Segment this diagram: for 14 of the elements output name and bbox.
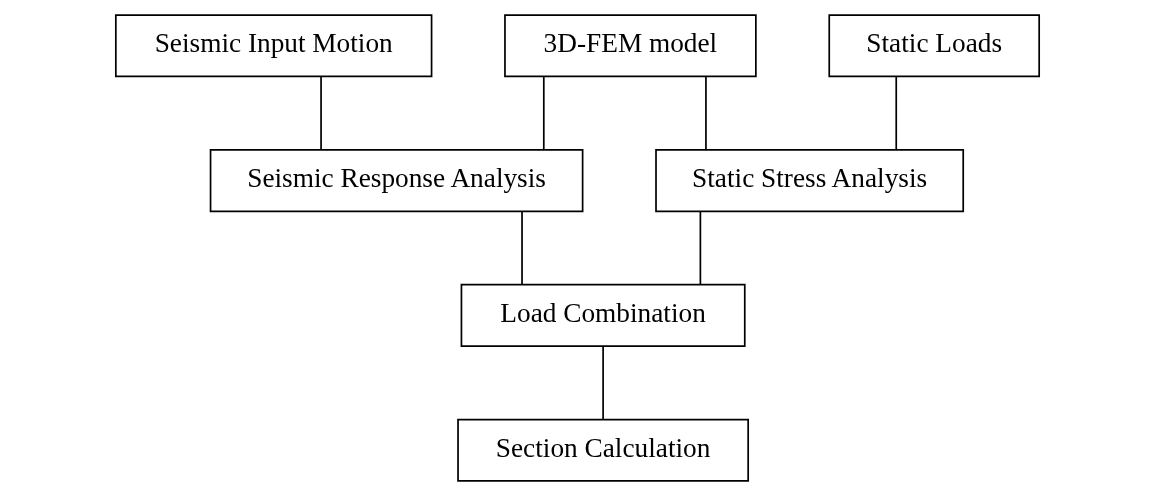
connector (705, 76, 707, 151)
node-box: Section Calculation (457, 418, 750, 482)
node-box: Static Stress Analysis (655, 149, 965, 213)
connector (320, 76, 322, 151)
connector (542, 76, 545, 151)
node-box: Load Combination (460, 283, 746, 347)
node-box: Seismic Input Motion (114, 14, 433, 78)
node-box: Static Loads (828, 14, 1041, 78)
connector (699, 211, 702, 286)
connector (602, 345, 604, 420)
connector (521, 211, 523, 286)
connector (895, 76, 898, 151)
node-box: Seismic Response Analysis (209, 149, 584, 213)
node-box: 3D-FEM model (504, 14, 757, 78)
